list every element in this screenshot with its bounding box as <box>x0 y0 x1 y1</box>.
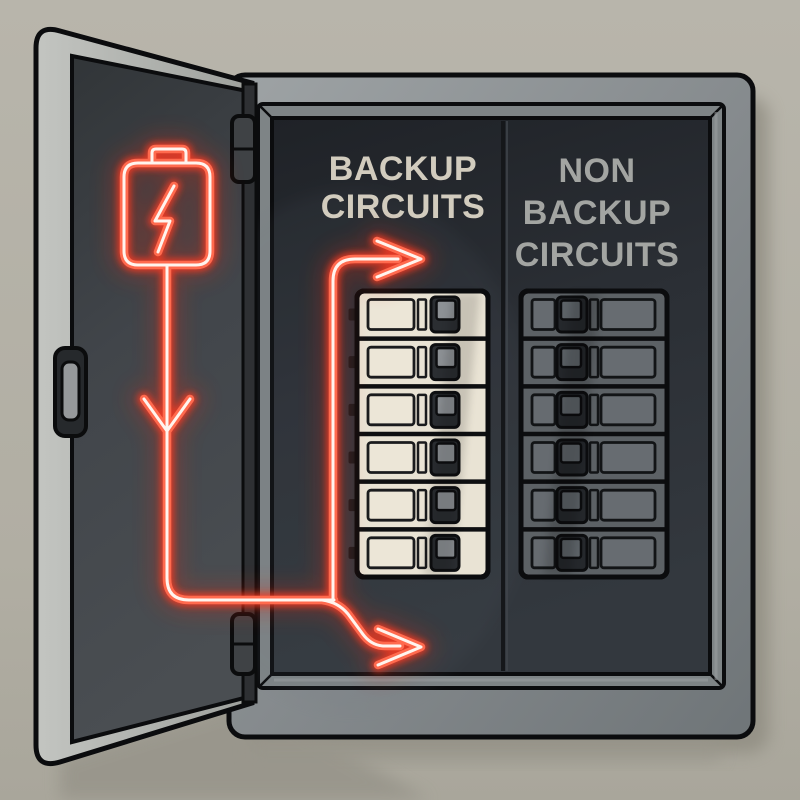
breaker-divider <box>416 536 428 570</box>
breaker-divider <box>588 488 600 522</box>
backup-breaker-stack <box>348 288 491 580</box>
door-handle <box>53 346 88 438</box>
non-backup-stack-outline <box>518 288 670 580</box>
door-shadow <box>60 698 430 800</box>
breaker-divider <box>588 441 600 474</box>
non-backup-title-line2: BACKUP <box>523 194 671 232</box>
breaker-row <box>530 390 657 429</box>
breaker-label-area <box>530 298 557 331</box>
breaker-label-area <box>366 393 416 427</box>
panel-bottom-shadow <box>250 740 720 762</box>
breaker-label-area <box>366 488 416 522</box>
breaker-wide-label-area <box>599 488 657 522</box>
breaker-divider <box>416 345 428 379</box>
door-hinges <box>230 114 257 676</box>
breaker-divider <box>588 393 600 427</box>
breaker-wide-label-area <box>599 345 657 379</box>
column-titles: BACKUP CIRCUITS NON BACKUP CIRCUITS <box>321 150 680 274</box>
breaker-label-area <box>366 345 416 379</box>
backup-stack-shading <box>424 293 480 575</box>
non-backup-title-line1: NON <box>558 152 635 190</box>
breaker-wide-label-area <box>599 393 657 427</box>
breaker-divider <box>588 536 600 570</box>
breaker-label-area <box>530 393 557 427</box>
breaker-label-area <box>530 345 557 379</box>
non-backup-breaker-stack <box>518 288 670 580</box>
breaker-label-area <box>530 441 557 474</box>
breaker-label-area <box>366 298 416 331</box>
non-backup-stack-shading <box>544 293 600 575</box>
breaker-divider <box>416 393 428 427</box>
breaker-wide-label-area <box>599 298 657 331</box>
breaker-divider <box>416 488 428 522</box>
breaker-divider <box>416 298 428 331</box>
breaker-divider <box>416 441 428 474</box>
non-backup-title-line3: CIRCUITS <box>515 236 680 274</box>
breaker-label-area <box>366 441 416 474</box>
breaker-label-area <box>366 536 416 570</box>
door-side-edge <box>241 82 258 704</box>
breaker-wide-label-area <box>599 441 657 474</box>
door-handle-bar <box>60 360 81 422</box>
backup-stack-outline <box>354 288 491 580</box>
breaker-wide-label-area <box>599 536 657 570</box>
breaker-row <box>530 438 657 477</box>
backup-title-line2: CIRCUITS <box>321 188 486 226</box>
backup-title-line1: BACKUP <box>329 150 477 188</box>
